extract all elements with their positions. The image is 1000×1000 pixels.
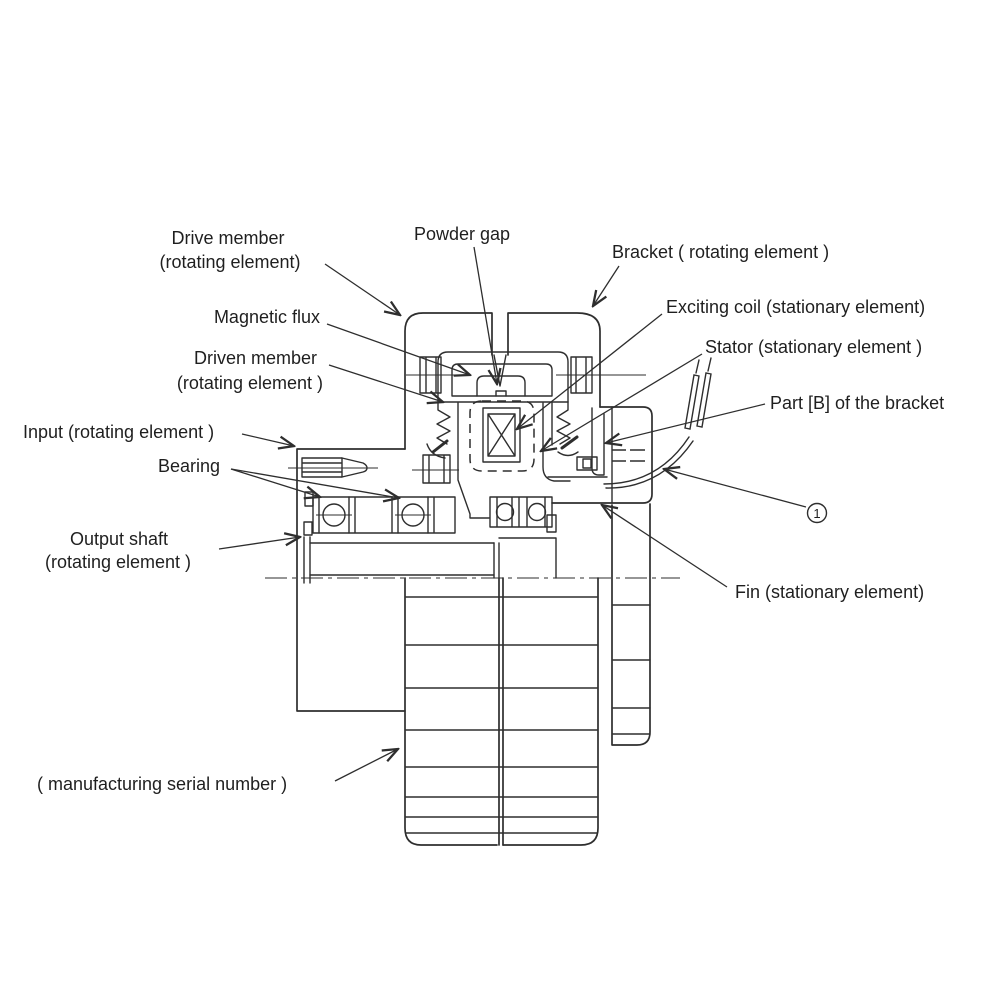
leader-part-b [606, 403, 766, 443]
leader-output-shaft [218, 537, 300, 550]
leader-stator [541, 353, 703, 451]
output-shaft-paths [265, 536, 680, 584]
leader-lines [218, 246, 807, 782]
label-drive-member-line1: Drive member [171, 228, 284, 248]
label-output-shaft-line2: (rotating element ) [45, 552, 191, 572]
label-output-shaft-line1: Output shaft [70, 529, 168, 549]
leader-bearing-2 [230, 468, 399, 498]
callout-1-circle [806, 502, 828, 524]
leader-drive-member [324, 263, 400, 315]
label-fin: Fin (stationary element) [735, 582, 924, 602]
label-bracket: Bracket ( rotating element ) [612, 242, 829, 262]
leader-callout-1 [664, 469, 807, 508]
bearing-paths [312, 496, 553, 534]
outer-shell-paths [296, 312, 653, 846]
leader-exciting-coil [517, 313, 663, 429]
label-driven-member-line2: (rotating element ) [177, 373, 323, 393]
exciting-coil-paths [469, 400, 535, 472]
leader-input [241, 433, 294, 446]
machine-drawing [265, 312, 712, 846]
leader-bracket [593, 265, 620, 306]
label-powder-gap: Powder gap [414, 224, 510, 244]
bolt-paths [406, 356, 646, 394]
leader-magnetic-flux [326, 323, 470, 375]
label-callout-1: 1 [813, 506, 820, 521]
leader-serial-number [334, 749, 398, 782]
callout-1-badge: 1 [806, 502, 828, 524]
label-drive-member-line2: (rotating element) [159, 252, 300, 272]
leader-bearing-1 [230, 468, 320, 497]
label-serial-number: ( manufacturing serial number ) [37, 774, 287, 794]
leader-driven-member [328, 364, 443, 402]
label-bearing: Bearing [158, 456, 220, 476]
label-input: Input (rotating element ) [23, 422, 214, 442]
labels-layer: Drive member (rotating element) Powder g… [23, 224, 944, 794]
label-exciting-coil: Exciting coil (stationary element) [666, 297, 925, 317]
lead-wire-paths [603, 357, 712, 489]
label-driven-member-line1: Driven member [194, 348, 317, 368]
leader-powder-gap [473, 246, 497, 384]
leader-fin [602, 505, 728, 588]
label-part-b: Part [B] of the bracket [770, 393, 944, 413]
driven-member-paths [426, 351, 579, 459]
label-magnetic-flux: Magnetic flux [214, 307, 320, 327]
label-stator: Stator (stationary element ) [705, 337, 922, 357]
